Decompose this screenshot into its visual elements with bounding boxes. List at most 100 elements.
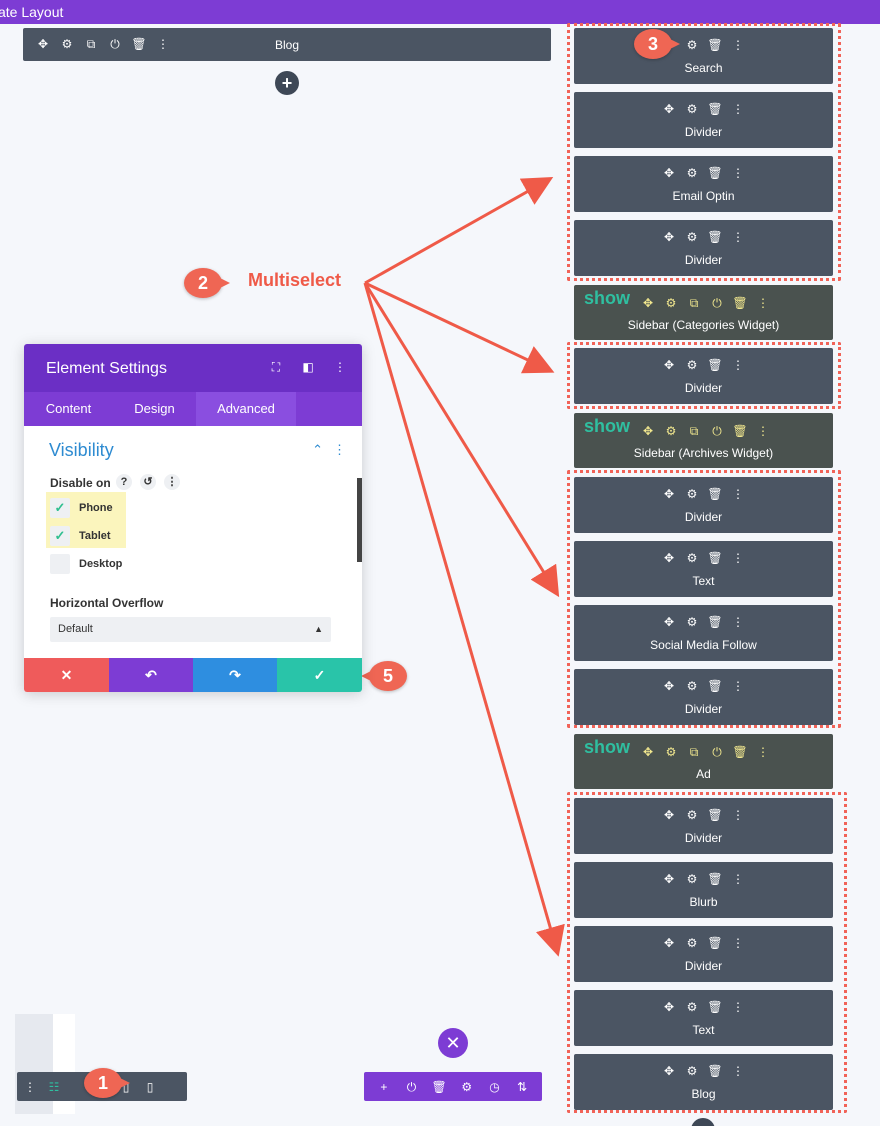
check-icon[interactable]: ✓: [50, 526, 70, 546]
move-icon[interactable]: ✥: [663, 487, 675, 501]
move-icon[interactable]: ✥: [663, 1064, 675, 1078]
gear-icon[interactable]: ⚙: [686, 102, 698, 116]
gear-icon[interactable]: ⚙: [686, 679, 698, 693]
duplicate-icon[interactable]: ⧉: [689, 745, 699, 759]
help-icon[interactable]: ?: [116, 474, 132, 490]
gear-icon[interactable]: ⚙: [686, 615, 698, 629]
sidebar-module[interactable]: ✥⚙🗑⋮Blurb: [574, 862, 833, 918]
power-icon[interactable]: ⏻: [712, 296, 722, 310]
move-icon[interactable]: ✥: [642, 745, 654, 759]
section-title[interactable]: Visibility: [49, 440, 114, 460]
move-icon[interactable]: ✥: [663, 230, 675, 244]
power-icon[interactable]: ⏻: [712, 424, 722, 438]
more-icon[interactable]: ⋮: [334, 360, 346, 374]
wireframe-icon[interactable]: ☷: [48, 1079, 60, 1094]
more-icon[interactable]: ⋮: [732, 1000, 744, 1014]
trash-icon[interactable]: 🗑: [732, 296, 748, 310]
trash-icon[interactable]: 🗑: [707, 551, 723, 565]
gear-icon[interactable]: ⚙: [686, 166, 698, 180]
trash-icon[interactable]: 🗑: [707, 487, 723, 501]
move-icon[interactable]: ✥: [663, 679, 675, 693]
sidebar-module[interactable]: show✥⚙⧉⏻🗑⋮Ad: [574, 734, 833, 789]
trash-icon[interactable]: 🗑: [707, 872, 723, 886]
move-icon[interactable]: ✥: [663, 872, 675, 886]
gear-icon[interactable]: ⚙: [665, 424, 677, 438]
trash-icon[interactable]: 🗑: [732, 745, 748, 759]
more-icon[interactable]: ⋮: [157, 37, 169, 51]
power-icon[interactable]: ⏻: [712, 745, 722, 759]
gear-icon[interactable]: ⚙: [686, 358, 698, 372]
redo-button[interactable]: ↷: [193, 658, 277, 692]
sidebar-module[interactable]: ✥⚙🗑⋮Social Media Follow: [574, 605, 833, 661]
more-icon[interactable]: ⋮: [732, 872, 744, 886]
more-icon[interactable]: ⋮: [24, 1079, 36, 1094]
move-icon[interactable]: ✥: [663, 551, 675, 565]
scrollbar[interactable]: [357, 478, 362, 562]
more-icon[interactable]: ⋮: [732, 102, 744, 116]
trash-icon[interactable]: 🗑: [707, 808, 723, 822]
sidebar-module[interactable]: ✥⚙🗑⋮Divider: [574, 477, 833, 533]
trash-icon[interactable]: 🗑: [707, 38, 723, 52]
tab-content[interactable]: Content: [45, 401, 92, 416]
gear-icon[interactable]: ⚙: [686, 551, 698, 565]
trash-icon[interactable]: 🗑: [707, 166, 723, 180]
gear-icon[interactable]: ⚙: [61, 37, 73, 51]
gear-icon[interactable]: ⚙: [665, 296, 677, 310]
move-icon[interactable]: ✥: [663, 102, 675, 116]
sidebar-module[interactable]: ✥⚙🗑⋮Divider: [574, 220, 833, 276]
trash-icon[interactable]: 🗑: [131, 37, 147, 51]
more-icon[interactable]: ⋮: [732, 1064, 744, 1078]
option-desktop[interactable]: Desktop: [50, 554, 122, 574]
sidebar-module[interactable]: ✥⚙🗑⋮Email Optin: [574, 156, 833, 212]
checkbox-empty[interactable]: [50, 554, 70, 574]
more-icon[interactable]: ⋮: [333, 442, 346, 457]
move-icon[interactable]: ✥: [663, 1000, 675, 1014]
add-module-button[interactable]: +: [275, 71, 299, 95]
more-icon[interactable]: ⋮: [732, 615, 744, 629]
history-icon[interactable]: ◷: [489, 1079, 500, 1094]
sidebar-module[interactable]: ✥⚙🗑⋮Text: [574, 541, 833, 597]
more-icon[interactable]: ⋮: [732, 230, 744, 244]
gear-icon[interactable]: ⚙: [686, 1000, 698, 1014]
gear-icon[interactable]: ⚙: [686, 808, 698, 822]
trash-icon[interactable]: 🗑: [707, 102, 723, 116]
add-icon[interactable]: +: [380, 1079, 388, 1094]
gear-icon[interactable]: ⚙: [686, 230, 698, 244]
more-icon[interactable]: ⋮: [732, 487, 744, 501]
check-icon[interactable]: ✓: [50, 498, 70, 518]
sort-icon[interactable]: ⇅: [517, 1079, 528, 1094]
trash-icon[interactable]: 🗑: [431, 1079, 447, 1094]
trash-icon[interactable]: 🗑: [707, 230, 723, 244]
more-icon[interactable]: ⋮: [732, 808, 744, 822]
sidebar-layout-icon[interactable]: ◧: [302, 360, 314, 374]
phone-icon[interactable]: ▯: [146, 1079, 154, 1094]
trash-icon[interactable]: 🗑: [732, 424, 748, 438]
chevron-up-icon[interactable]: ⌃: [312, 442, 323, 457]
more-icon[interactable]: ⋮: [757, 296, 769, 310]
move-icon[interactable]: ✥: [642, 296, 654, 310]
fullscreen-icon[interactable]: ⛶: [271, 360, 281, 374]
tab-design[interactable]: Design: [134, 401, 175, 416]
sidebar-module[interactable]: ✥⚙🗑⋮Divider: [574, 92, 833, 148]
move-icon[interactable]: ✥: [663, 936, 675, 950]
gear-icon[interactable]: ⚙: [686, 1064, 698, 1078]
gear-icon[interactable]: ⚙: [686, 487, 698, 501]
sidebar-module[interactable]: show✥⚙⧉⏻🗑⋮Sidebar (Categories Widget): [574, 285, 833, 340]
sidebar-module[interactable]: ✥⚙🗑⋮Search: [574, 28, 833, 84]
more-icon[interactable]: ⋮: [732, 166, 744, 180]
reset-icon[interactable]: ↺: [140, 474, 156, 490]
option-tablet[interactable]: ✓ Tablet: [50, 526, 111, 546]
more-icon[interactable]: ⋮: [732, 679, 744, 693]
overflow-select[interactable]: Default ▲: [50, 617, 331, 642]
move-icon[interactable]: ✥: [663, 358, 675, 372]
duplicate-icon[interactable]: ⧉: [689, 296, 699, 310]
trash-icon[interactable]: 🗑: [707, 358, 723, 372]
tab-advanced[interactable]: Advanced: [196, 392, 296, 426]
move-icon[interactable]: ✥: [663, 166, 675, 180]
discard-button[interactable]: ✕: [24, 658, 109, 692]
trash-icon[interactable]: 🗑: [707, 615, 723, 629]
gear-icon[interactable]: ⚙: [686, 38, 698, 52]
duplicate-icon[interactable]: ⧉: [689, 424, 699, 438]
more-icon[interactable]: ⋮: [757, 424, 769, 438]
close-button[interactable]: ✕: [438, 1028, 468, 1058]
